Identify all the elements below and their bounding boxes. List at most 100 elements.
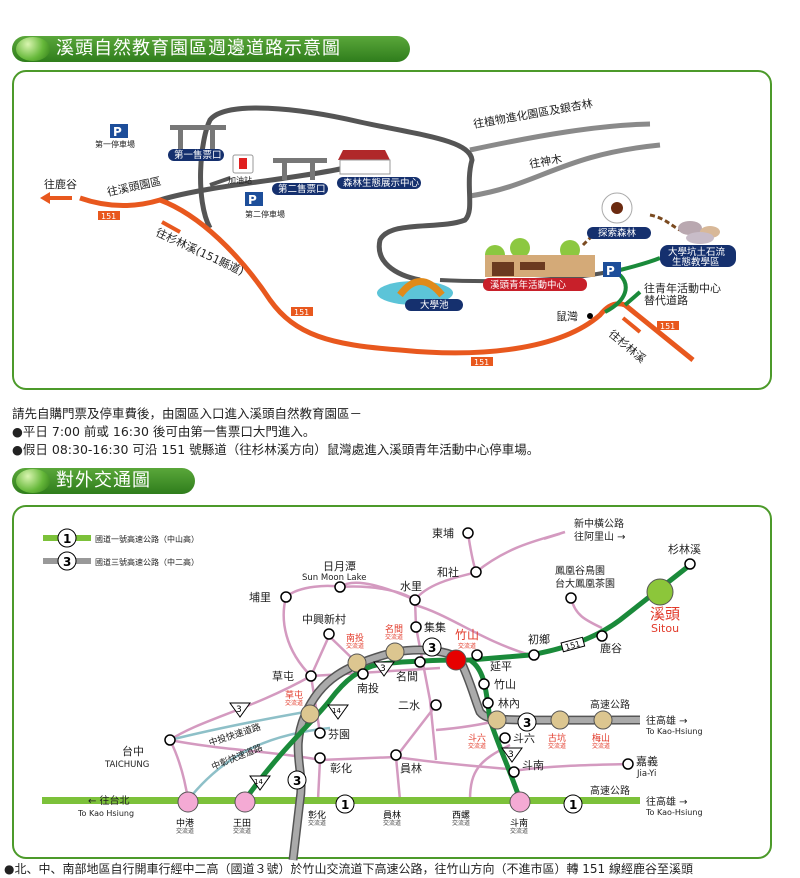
svg-text:1: 1 [569, 798, 577, 812]
shuwan-dot [587, 313, 593, 319]
parking-youth-icon: P [603, 262, 621, 278]
label-jiayi-en: Jia-Yi [636, 769, 656, 779]
note-intro: 請先自購門票及停車費後，由園區入口進入溪頭自然教育園區－ [12, 406, 363, 421]
transport-map-frame [12, 505, 772, 859]
label-yanping: 延平 [490, 660, 512, 673]
svg-text:交流道: 交流道 [468, 742, 486, 750]
ticket-1-badge [168, 149, 224, 161]
parking-1-icon: P [110, 124, 128, 139]
label-chuxiang: 初鄉 [528, 632, 550, 646]
svg-text:151: 151 [564, 639, 581, 652]
spider-icon [611, 202, 623, 214]
label-debris-1: 大學坑土石流 [668, 246, 726, 258]
svg-text:交流道: 交流道 [452, 819, 470, 827]
label-jiayi: 嘉義 [636, 754, 658, 768]
label-to-kaohsiung-1: 往高雄 → [646, 714, 688, 727]
road-151-label: 151 [294, 308, 309, 317]
ic-nantou [347, 653, 367, 673]
svg-text:中港: 中港 [176, 817, 194, 829]
label-sitou: 溪頭 [650, 605, 680, 623]
svg-text:14: 14 [254, 778, 263, 786]
svg-text:古坑: 古坑 [548, 732, 566, 744]
label-zhongxing: 中興新村 [302, 612, 346, 626]
label-linnei: 林內 [498, 696, 520, 710]
legend-nh3-label: 國道三號高速公路（中二高） [95, 557, 199, 567]
label-dongpu: 東埔 [432, 527, 454, 540]
nh3-shield-icon [287, 770, 307, 790]
road-151-label: 151 [660, 322, 675, 331]
road-151-label: 151 [101, 212, 116, 221]
road-151-badge [560, 636, 586, 653]
label-puli: 埔里 [249, 591, 271, 604]
ticket-2-badge [272, 183, 328, 195]
road-map-frame [12, 70, 772, 390]
expressways [169, 710, 331, 801]
alternate-road [604, 256, 661, 314]
nh1-shield-icon [563, 794, 583, 814]
route-shields: 3 3 3 1 1 3 3 3 14 14 151 [229, 636, 586, 814]
label-to-tree: 往神木 [528, 151, 563, 171]
pond-badge [405, 299, 463, 311]
label-to-alishan: 往阿里山 → [574, 530, 626, 543]
label-douliu: 斗六 [513, 732, 535, 745]
arrow-to-shanlinxi-icon [621, 316, 642, 334]
ic-wangtian [234, 791, 256, 813]
legend-nh1-num: 1 [63, 532, 71, 546]
section-header-road-map: 溪頭自然教育園區週邊道路示意圖 [12, 36, 410, 62]
svg-text:名間: 名間 [385, 623, 403, 635]
gate-2-icon [273, 158, 327, 180]
youth-center-badge [483, 278, 587, 291]
route-3-triangle-icon [373, 661, 395, 677]
parking-2-icon: P [245, 192, 263, 207]
label-to-kaohsiung-en-1: To Kao-Hsiung [645, 727, 703, 736]
ic-douliu [487, 710, 507, 730]
label-zhushan: 竹山 [494, 677, 516, 691]
route-14-triangle-icon [249, 775, 271, 791]
road-151-badge [291, 307, 313, 316]
section-header-transport: 對外交通圖 [12, 468, 195, 494]
ic-gukeng [550, 710, 570, 730]
label-sun-moon-lake: Sun Moon Lake [302, 573, 367, 583]
arrow-head-icon [40, 192, 50, 204]
label-highway-2: 高速公路 [590, 784, 630, 797]
note-weekday: ●平日 7:00 前或 16:30 後可由第一售票口大門進入。 [12, 424, 316, 439]
svg-text:斗六: 斗六 [468, 732, 486, 744]
svg-text:王田: 王田 [233, 818, 251, 829]
legend-nh1-label: 國道一號高速公路（中山高） [95, 534, 199, 544]
svg-text:交流道: 交流道 [233, 827, 251, 835]
label-nantou: 南投 [357, 681, 379, 695]
label-shanlinxi: 杉林溪 [668, 542, 701, 556]
note-holiday: ●假日 08:30-16:30 可沿 151 號縣道（往杉林溪方向）鼠灣處進入溪… [12, 442, 540, 457]
label-explore: 探索森林 [598, 227, 637, 239]
gas-pump-icon [239, 158, 247, 169]
label-taichung: 台中 [122, 744, 144, 758]
label-youth-center: 溪頭青年活動中心 [490, 279, 567, 291]
label-shuili: 水里 [400, 580, 422, 593]
road-to-sacred-tree [469, 142, 661, 199]
svg-text:西螺: 西螺 [452, 810, 470, 821]
label-fenyuan: 芬園 [328, 728, 350, 741]
svg-text:竹山: 竹山 [455, 628, 479, 642]
legend-nh3-num: 3 [63, 555, 71, 569]
gate-1-icon [170, 125, 226, 150]
svg-text:3: 3 [293, 774, 301, 788]
label-yuanlin: 員林 [400, 761, 422, 775]
svg-text:草屯: 草屯 [285, 689, 303, 701]
arrow-to-shanlinxi-icon [161, 220, 181, 234]
label-pond: 大學池 [420, 299, 449, 311]
svg-text:交流道: 交流道 [308, 819, 326, 827]
label-lugu: 鹿谷 [600, 641, 622, 655]
svg-text:交流道: 交流道 [458, 642, 476, 650]
label-riyuetan: 日月潭 [323, 560, 356, 573]
svg-text:14: 14 [332, 707, 341, 715]
svg-text:3: 3 [523, 716, 531, 730]
svg-text:交流道: 交流道 [176, 827, 194, 835]
explore-badge [587, 227, 651, 239]
svg-text:3: 3 [236, 705, 242, 715]
svg-text:交流道: 交流道 [383, 819, 401, 827]
rocks-icon [678, 221, 720, 244]
towns [164, 527, 696, 778]
sitou-node [646, 578, 674, 606]
svg-text:P: P [606, 264, 615, 278]
